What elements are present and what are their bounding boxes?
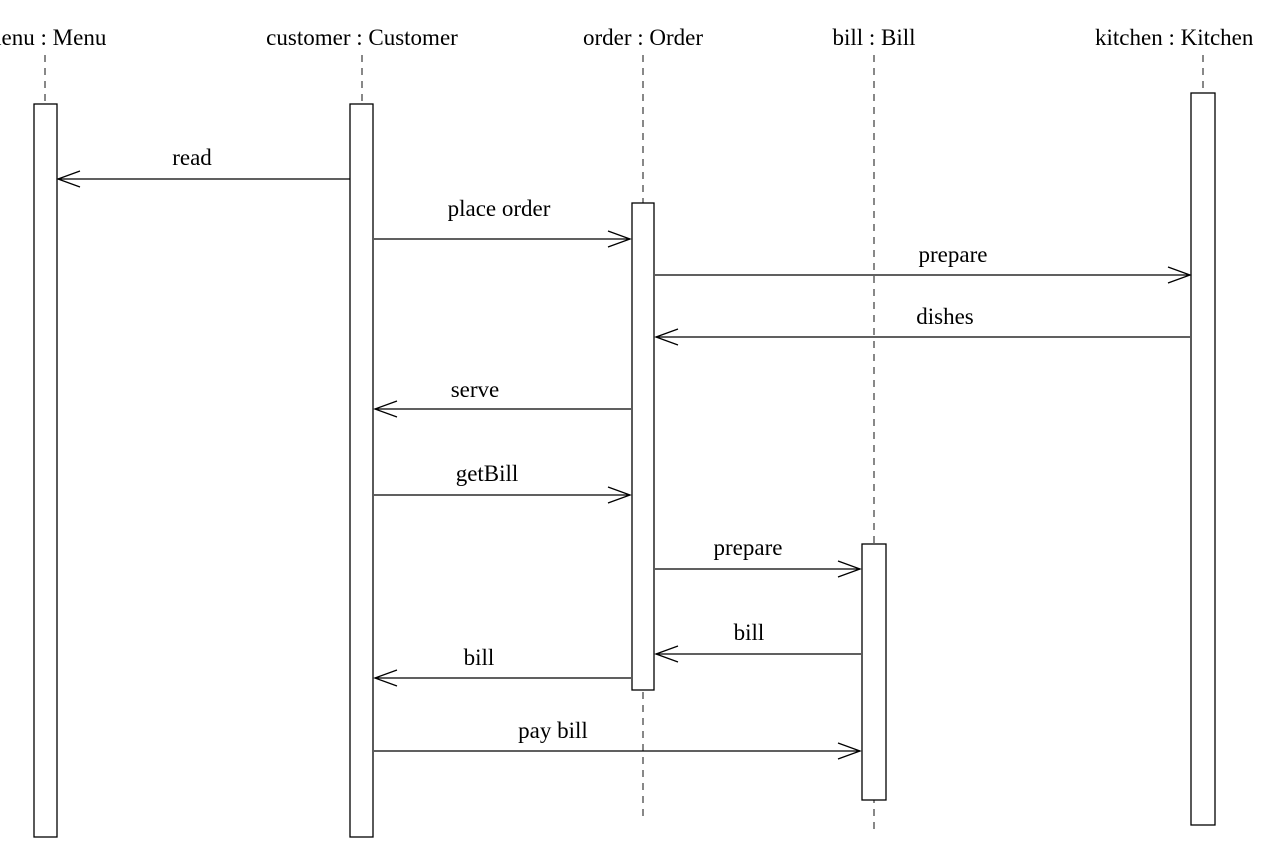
message-dishes: dishes xyxy=(654,304,1190,346)
activation-bill xyxy=(861,543,887,801)
message-bill-to-customer: bill xyxy=(373,645,631,687)
message-place-order: place order xyxy=(374,196,632,248)
message-label-dishes: dishes xyxy=(916,304,974,329)
message-label-getbill: getBill xyxy=(456,461,519,486)
message-label-bill-to-customer: bill xyxy=(464,645,495,670)
lifeline-label-kitchen: kitchen : Kitchen xyxy=(1095,25,1254,50)
message-getbill: getBill xyxy=(374,461,632,504)
activation-order xyxy=(631,202,655,691)
activation-menu xyxy=(33,103,58,838)
lifeline-label-order: order : Order xyxy=(583,25,703,50)
message-label-read: read xyxy=(172,145,212,170)
lifeline-label-bill: bill : Bill xyxy=(832,25,915,50)
message-bill-to-order: bill xyxy=(654,620,861,663)
lifeline-label-menu: menu : Menu xyxy=(0,25,107,50)
message-label-place-order: place order xyxy=(448,196,551,221)
message-label-pay-bill: pay bill xyxy=(518,718,588,743)
activation-kitchen xyxy=(1190,92,1216,826)
message-prepare-bill: prepare xyxy=(655,535,862,578)
message-label-prepare-bill: prepare xyxy=(714,535,783,560)
message-serve: serve xyxy=(373,377,631,418)
message-label-serve: serve xyxy=(451,377,500,402)
activation-customer xyxy=(349,103,374,838)
message-pay-bill: pay bill xyxy=(374,718,862,760)
message-read: read xyxy=(56,145,350,188)
message-prepare-kitchen: prepare xyxy=(655,242,1192,284)
message-label-bill-to-order: bill xyxy=(734,620,765,645)
message-label-prepare-kitchen: prepare xyxy=(919,242,988,267)
lifeline-label-customer: customer : Customer xyxy=(266,25,458,50)
